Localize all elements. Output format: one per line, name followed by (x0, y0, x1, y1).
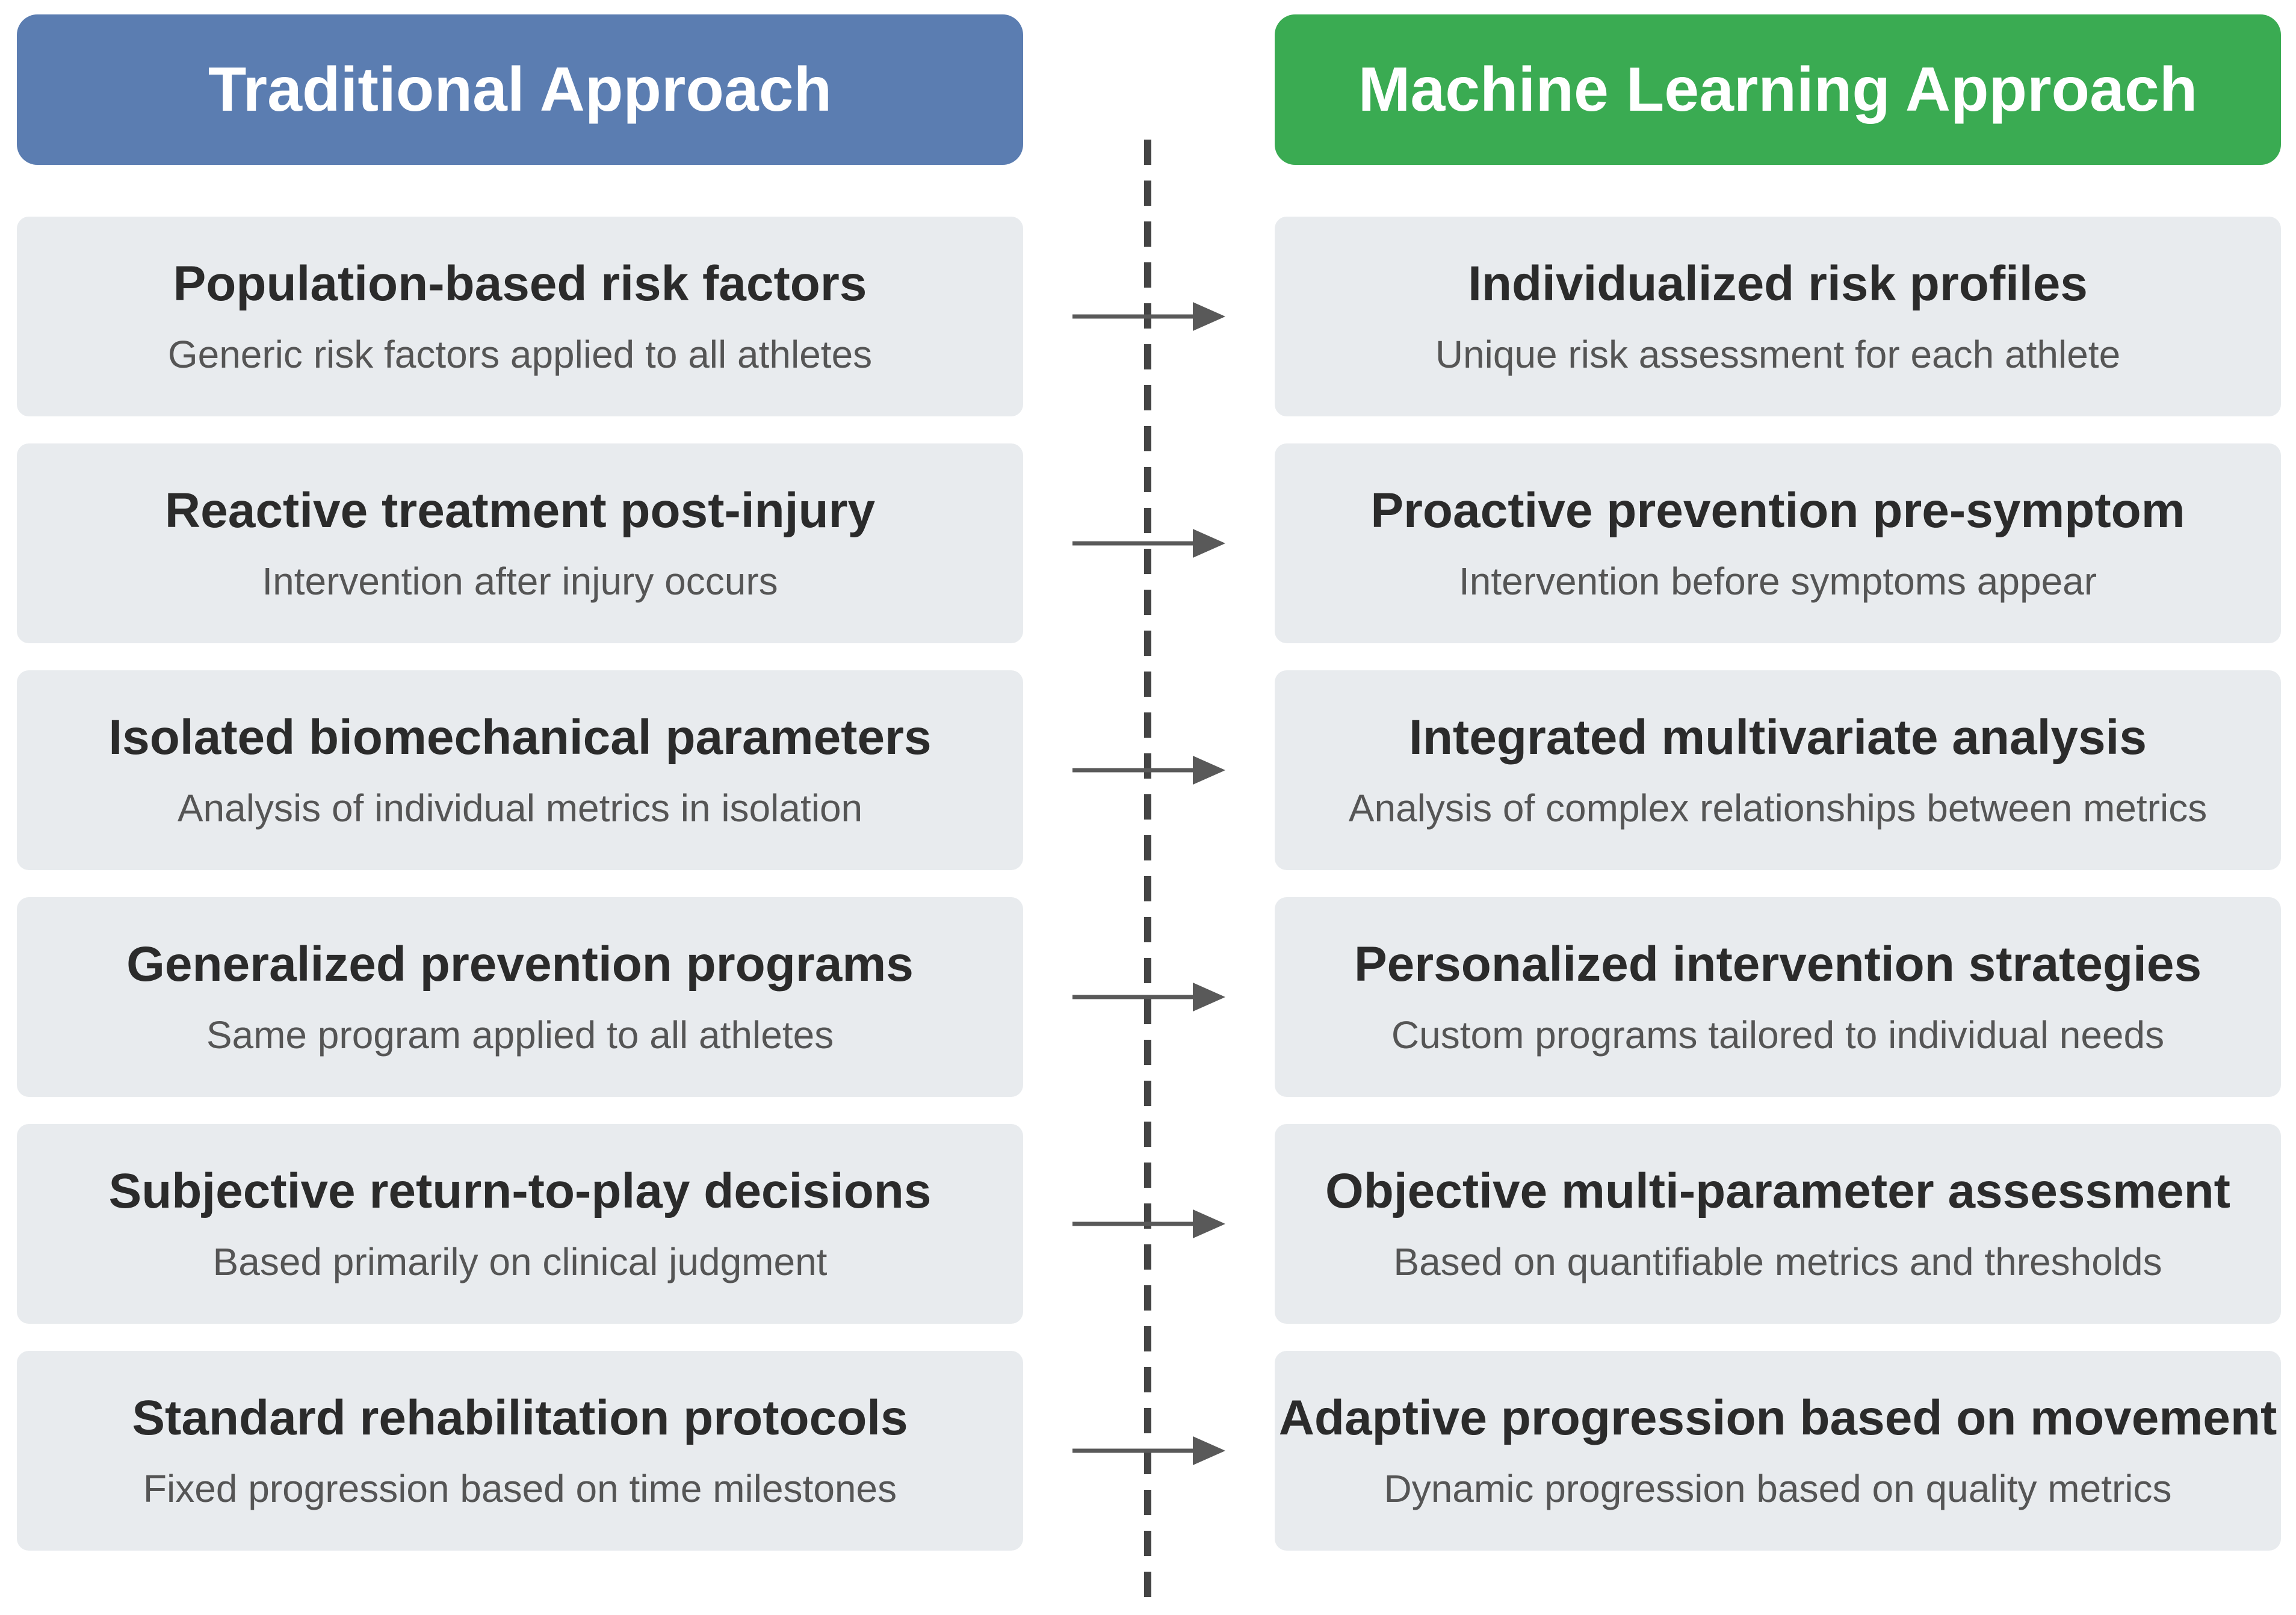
card-title: Proactive prevention pre-symptom (1370, 483, 2185, 538)
card-title: Reactive treatment post-injury (164, 483, 876, 538)
traditional-approach-header: Traditional Approach (17, 14, 1023, 165)
card-description: Based primarily on clinical judgment (212, 1240, 828, 1283)
card-description: Analysis of individual metrics in isolat… (177, 786, 863, 830)
arrow-group (1072, 302, 1225, 1465)
arrowhead-1 (1193, 302, 1225, 331)
arrowhead-2 (1193, 529, 1225, 558)
card-description: Analysis of complex relationships betwee… (1348, 786, 2208, 830)
card-description: Fixed progression based on time mileston… (143, 1467, 897, 1510)
card-title: Adaptive progression based on movement (1278, 1391, 2277, 1445)
arrowhead-3 (1193, 756, 1225, 785)
card-title: Objective multi-parameter assessment (1325, 1164, 2230, 1218)
card-title: Personalized intervention strategies (1354, 937, 2202, 992)
card-title: Generalized prevention programs (126, 937, 914, 992)
card-title: Subjective return-to-play decisions (108, 1164, 932, 1218)
card-description: Custom programs tailored to individual n… (1391, 1013, 2165, 1057)
machine-learning-approach-title: Machine Learning Approach (1358, 54, 2198, 125)
card-description: Dynamic progression based on quality met… (1384, 1467, 2172, 1510)
card-description: Unique risk assessment for each athlete (1435, 333, 2121, 376)
card-title: Individualized risk profiles (1468, 256, 2088, 311)
card-title: Integrated multivariate analysis (1409, 710, 2147, 765)
machine-learning-approach-header: Machine Learning Approach (1275, 14, 2281, 165)
arrowhead-6 (1193, 1436, 1225, 1465)
card-title: Standard rehabilitation protocols (132, 1391, 908, 1445)
arrowhead-5 (1193, 1209, 1225, 1238)
card-description: Based on quantifiable metrics and thresh… (1393, 1240, 2162, 1283)
traditional-approach-title: Traditional Approach (208, 54, 832, 125)
card-description: Same program applied to all athletes (206, 1013, 834, 1057)
card-description: Intervention before symptoms appear (1458, 560, 2097, 603)
card-description: Generic risk factors applied to all athl… (167, 333, 873, 376)
card-title: Population-based risk factors (173, 256, 867, 311)
arrowhead-4 (1193, 983, 1225, 1011)
card-title: Isolated biomechanical parameters (108, 710, 932, 765)
card-description: Intervention after injury occurs (262, 560, 778, 603)
